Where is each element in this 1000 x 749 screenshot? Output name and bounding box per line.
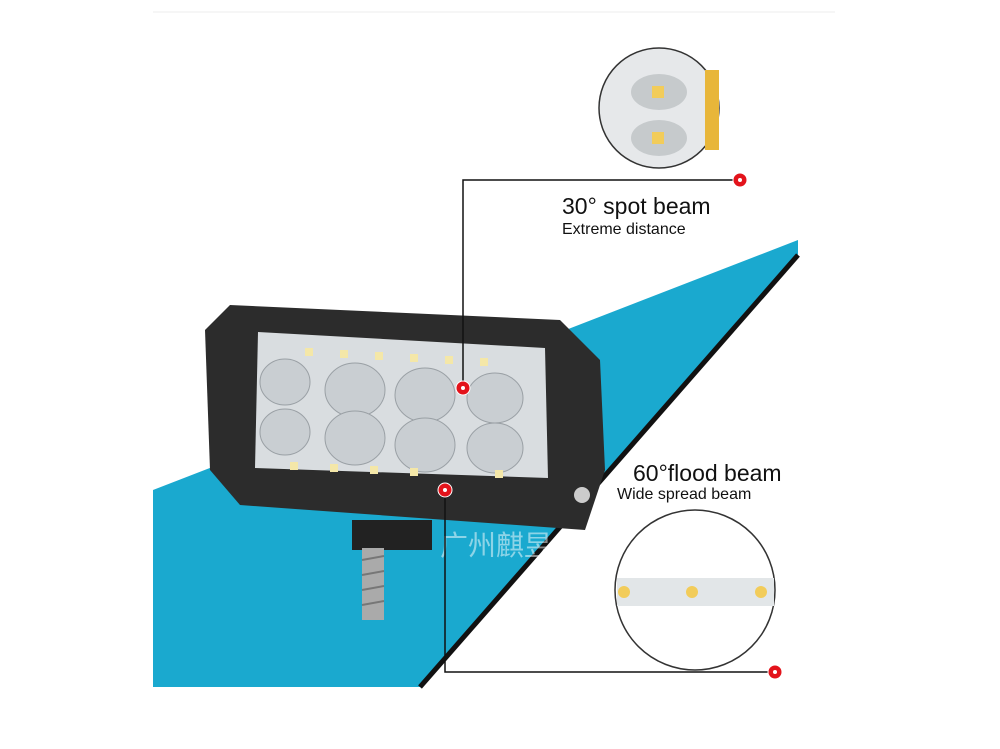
flood-detail-callout [444,490,776,673]
flood-beam-title: 60°flood beam [633,460,782,486]
led-light-bar [205,305,605,620]
watermark: 广州麒昱 [440,529,552,562]
spot-beam-subtitle: Extreme distance [562,221,686,238]
flood-beam-subtitle: Wide spread beam [617,486,752,503]
spot-beam-title: 30° spot beam [562,193,711,219]
spot-detail-callout [462,47,740,388]
